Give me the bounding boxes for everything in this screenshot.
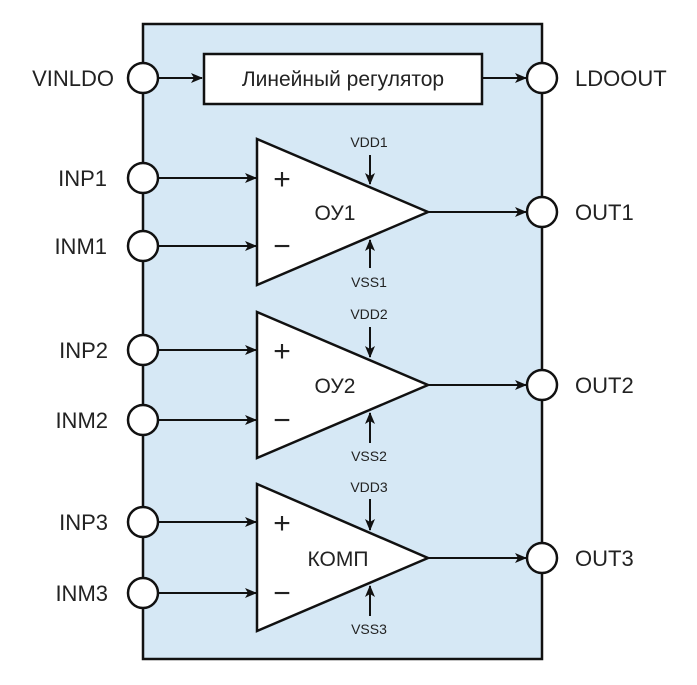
minus-sign: − xyxy=(273,404,291,437)
regulator-label: Линейный регулятор xyxy=(242,68,444,91)
regulator-block xyxy=(202,52,484,106)
vss1-label: VSS1 xyxy=(351,274,387,290)
plus-sign: + xyxy=(273,163,291,196)
minus-sign: − xyxy=(273,577,291,610)
vss3-label: VSS3 xyxy=(351,621,387,637)
pin-inm1[interactable] xyxy=(126,229,160,263)
pin-label-inp3: INP3 xyxy=(59,510,108,535)
minus-sign: − xyxy=(273,230,291,263)
opamp-2-label: ОУ2 xyxy=(315,375,356,398)
amplifier-2: + − ОУ2 VDD2 VSS2 INP2 INM2 OUT2 xyxy=(55,306,633,464)
pin-inm3[interactable] xyxy=(126,576,160,610)
vss2-label: VSS2 xyxy=(351,448,387,464)
pin-label-vinldo: VINLDO xyxy=(32,66,114,91)
vdd1-label: VDD1 xyxy=(350,134,388,150)
pin-inp2[interactable] xyxy=(126,333,160,367)
comparator: + − КОМП VDD3 VSS3 INP3 INM3 OUT3 xyxy=(55,479,633,637)
opamp-1-label: ОУ1 xyxy=(315,202,356,225)
pin-label-inm3: INM3 xyxy=(55,581,108,606)
plus-sign: + xyxy=(273,507,291,540)
pin-inm2[interactable] xyxy=(126,403,160,437)
pin-out1[interactable] xyxy=(525,195,559,229)
comparator-label: КОМП xyxy=(308,548,369,571)
opamp-1-triangle xyxy=(255,137,432,287)
pin-label-inm1: INM1 xyxy=(54,234,107,259)
regulator-section: Линейный регулятор VINLDO LDOOUT xyxy=(32,52,667,106)
pin-label-ldoout: LDOOUT xyxy=(575,66,667,91)
pin-label-inp2: INP2 xyxy=(59,338,108,363)
pin-label-out2: OUT2 xyxy=(575,373,634,398)
opamp-2-triangle xyxy=(255,310,432,460)
pin-label-out3: OUT3 xyxy=(575,546,634,571)
pin-label-inm2: INM2 xyxy=(55,408,108,433)
pin-vinldo[interactable] xyxy=(126,61,160,95)
pin-ldoout[interactable] xyxy=(525,61,559,95)
pin-label-out1: OUT1 xyxy=(575,200,634,225)
pin-inp3[interactable] xyxy=(126,505,160,539)
amplifier-1: + − ОУ1 VDD1 VSS1 INP1 INM1 OUT1 xyxy=(54,134,633,290)
pin-label-inp1: INP1 xyxy=(58,166,107,191)
pin-inp1[interactable] xyxy=(126,161,160,195)
pin-out2[interactable] xyxy=(525,368,559,402)
plus-sign: + xyxy=(273,335,291,368)
comparator-triangle xyxy=(255,482,432,633)
vdd3-label: VDD3 xyxy=(350,479,388,495)
vdd2-label: VDD2 xyxy=(350,306,388,322)
pin-out3[interactable] xyxy=(525,541,559,575)
